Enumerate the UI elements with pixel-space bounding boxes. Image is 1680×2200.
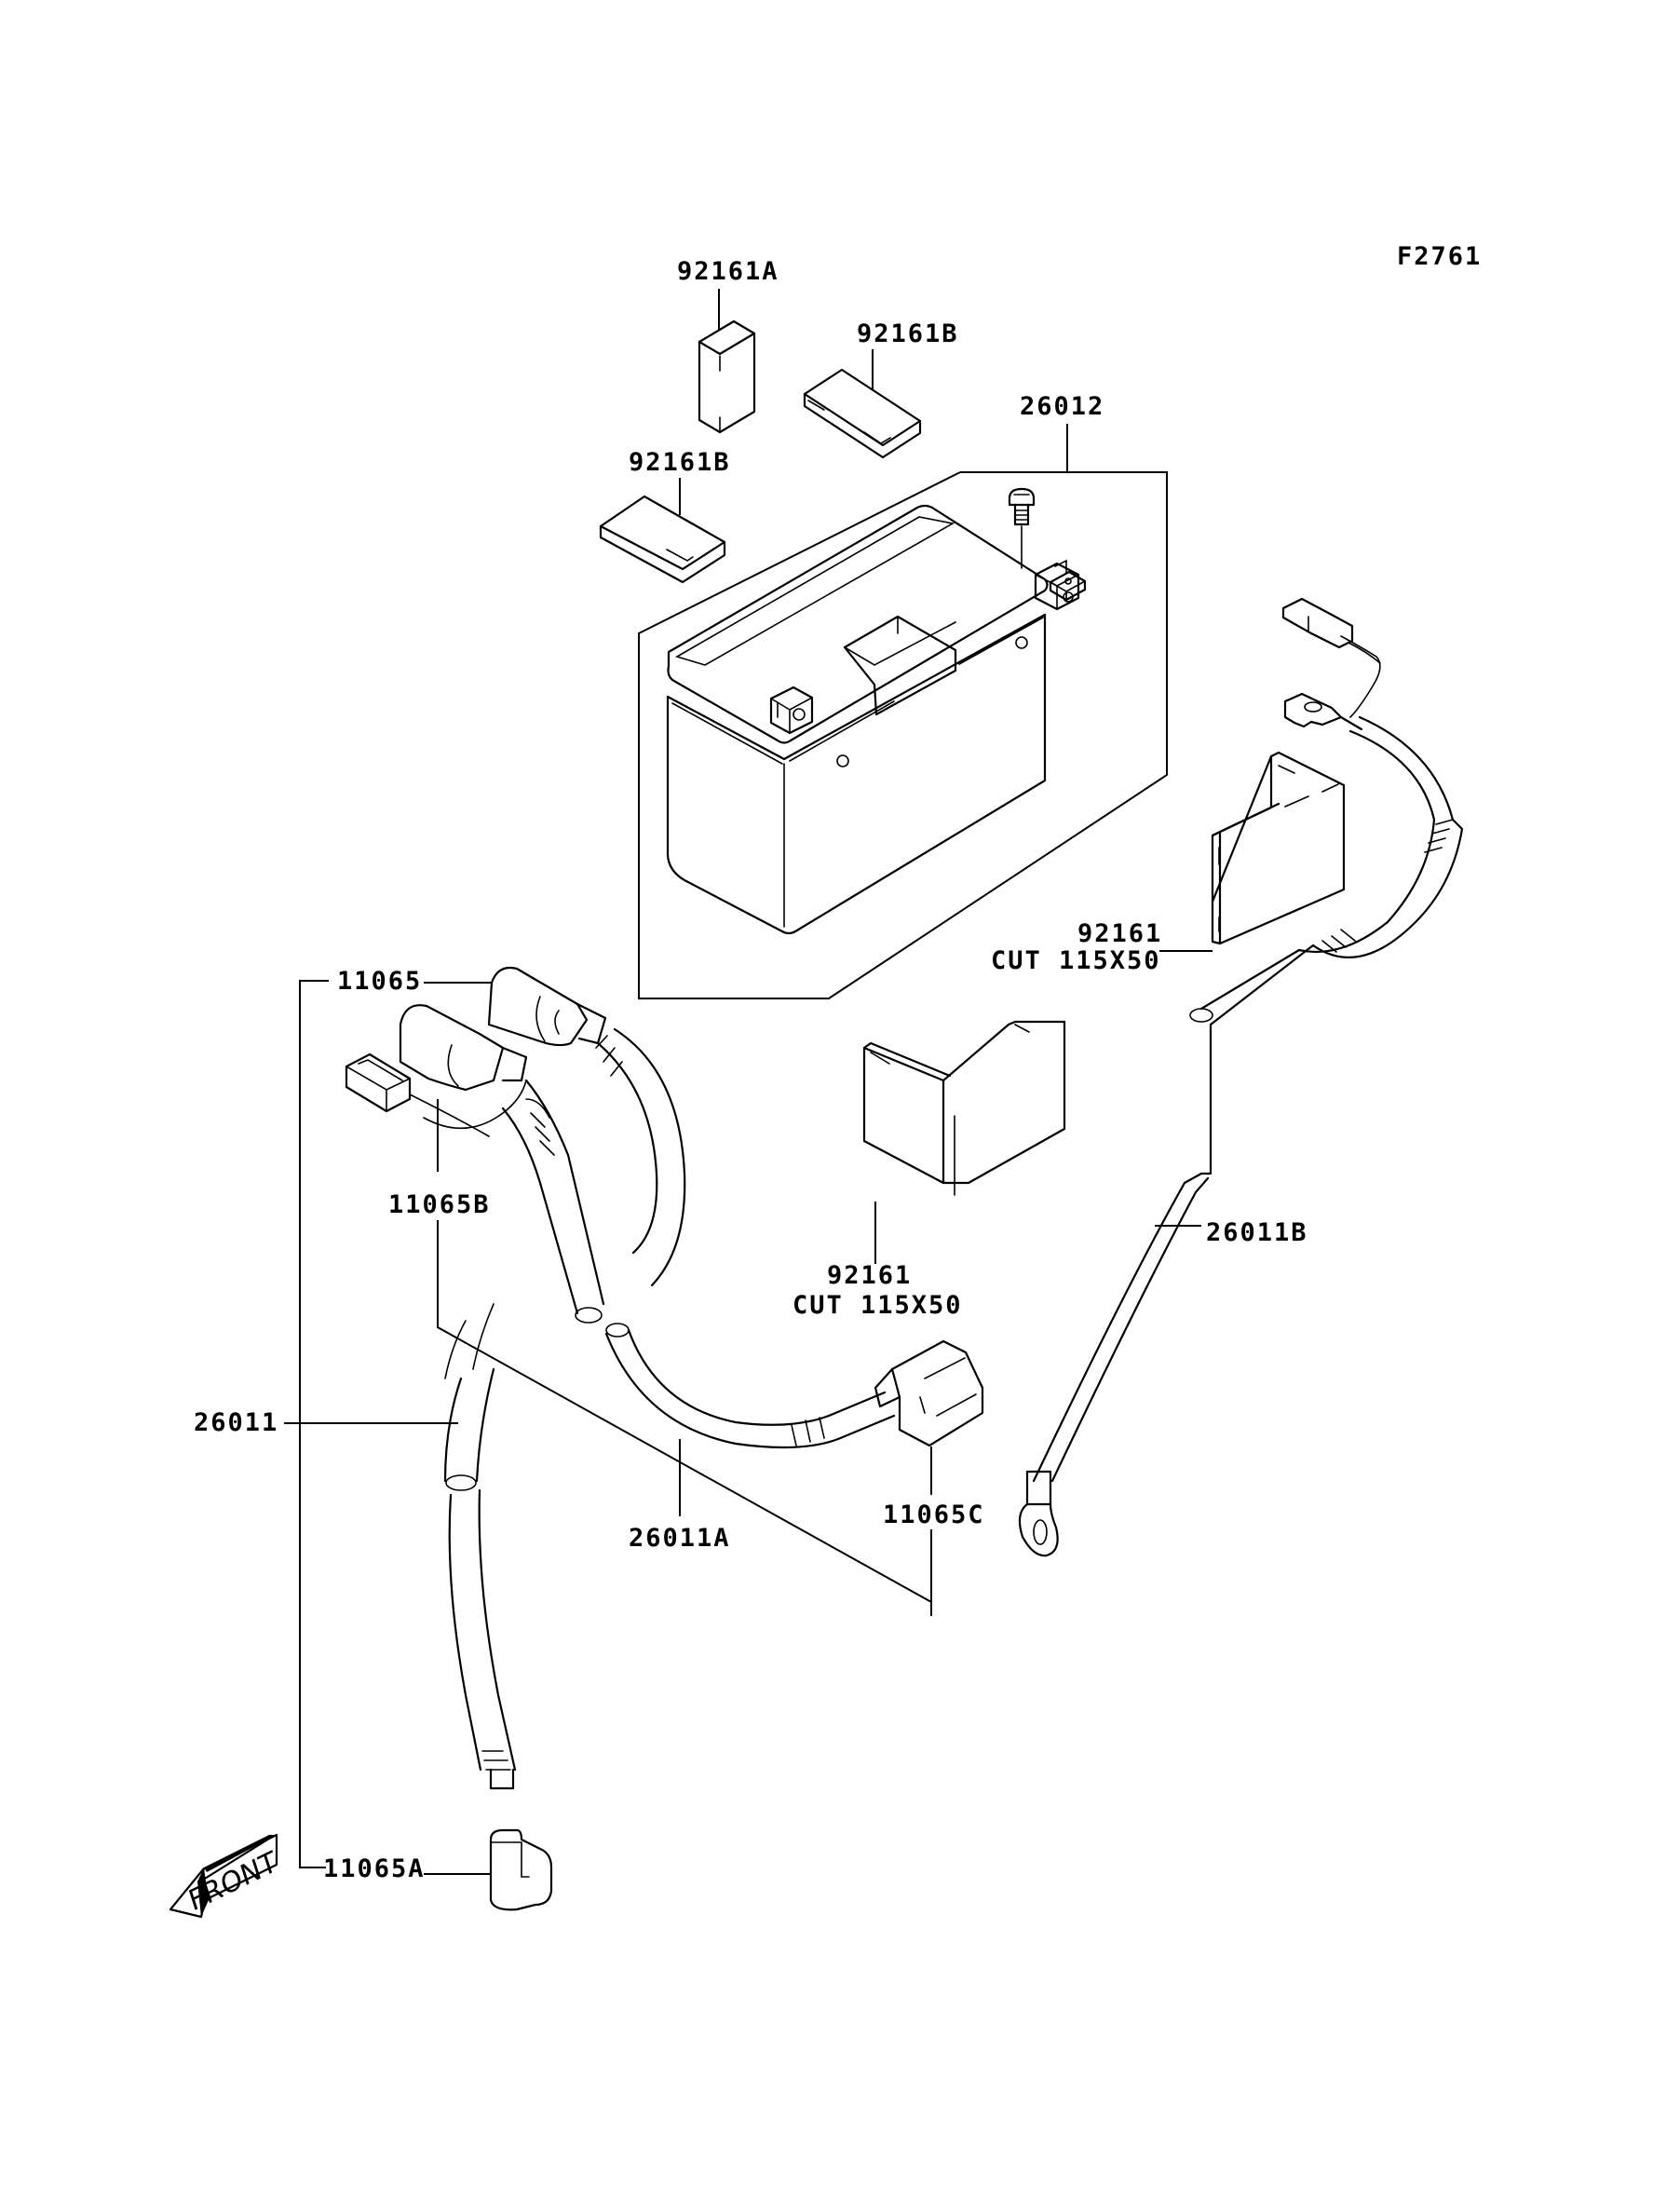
front-direction-arrow: FRONT [169, 1833, 281, 1919]
pad-flat-shape [599, 495, 726, 584]
part-26011B[interactable]: 26011B [1018, 597, 1464, 1557]
label-11065C[interactable]: 11065C [883, 1501, 985, 1529]
terminal-cap-shape [874, 1339, 984, 1447]
battery-shape [666, 504, 1080, 935]
part-92161B-left[interactable]: 92161B [599, 448, 731, 584]
battery-bolt [1008, 487, 1036, 569]
sublabel-92161-right[interactable]: CUT 115X50 [991, 946, 1161, 975]
bent-pad-shape [1211, 751, 1346, 945]
label-92161A[interactable]: 92161A [677, 257, 779, 286]
part-11065A[interactable]: 11065A [323, 1828, 553, 1911]
bent-pad-shape [862, 1020, 1066, 1196]
label-92161B-top[interactable]: 92161B [857, 319, 959, 348]
part-92161B-top[interactable]: 92161B [803, 319, 959, 459]
part-26011[interactable]: 26011 [194, 1408, 458, 1437]
sublabel-92161-center[interactable]: CUT 115X50 [793, 1291, 963, 1320]
label-26012[interactable]: 26012 [1020, 392, 1104, 421]
harness-cables [443, 1027, 896, 1790]
ground-lead-shape [1018, 597, 1464, 1557]
bracket-26012 [638, 424, 1168, 999]
pad-block-shape [698, 319, 756, 434]
connector-plug [345, 1052, 527, 1137]
part-92161-right[interactable]: 92161 CUT 115X50 [991, 751, 1346, 975]
part-92161A[interactable]: 92161A [677, 257, 779, 434]
label-11065B[interactable]: 11065B [388, 1190, 491, 1219]
label-92161-center[interactable]: 92161 [827, 1261, 912, 1290]
battery-nut [1049, 559, 1087, 602]
label-92161B-left[interactable]: 92161B [629, 448, 731, 477]
part-11065B[interactable]: 11065B [345, 1004, 932, 1616]
part-26011A[interactable]: 26011A [629, 1439, 731, 1553]
terminal-cap-shape [399, 1004, 528, 1092]
label-11065[interactable]: 11065 [337, 967, 422, 996]
part-92161-center[interactable]: 92161 CUT 115X50 [793, 1020, 1066, 1320]
label-26011B[interactable]: 26011B [1206, 1218, 1308, 1247]
part-11065[interactable]: 11065 [337, 966, 607, 1047]
terminal-cap-shape [487, 966, 607, 1047]
label-92161-right[interactable]: 92161 [1077, 919, 1162, 948]
label-11065A[interactable]: 11065A [323, 1854, 426, 1883]
part-11065C[interactable]: 11065C [874, 1339, 985, 1611]
label-26011[interactable]: 26011 [194, 1408, 278, 1437]
part-26012-battery[interactable]: 26012 [638, 392, 1168, 999]
label-26011A[interactable]: 26011A [629, 1524, 731, 1553]
terminal-cap-shape [489, 1828, 553, 1911]
figure-code: F2761 [1397, 242, 1482, 271]
pad-flat-shape [803, 368, 922, 459]
